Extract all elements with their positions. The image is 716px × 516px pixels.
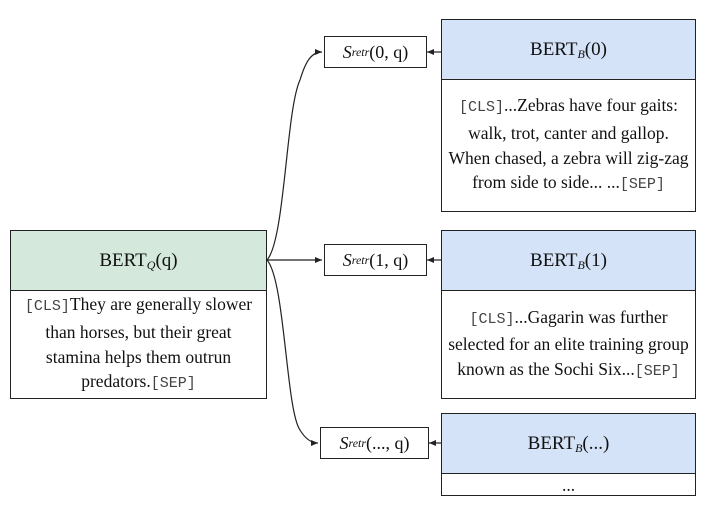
sep-token: [SEP]	[634, 362, 680, 380]
sep-token: [SEP]	[619, 176, 665, 194]
cls-token: [CLS]	[24, 298, 70, 316]
passage-1-text-box: [CLS]...Gagarin was further selected for…	[441, 291, 696, 399]
edge-query-to-score-2	[266, 259, 319, 446]
query-text-box: [CLS]They are generally slower than hors…	[10, 291, 267, 399]
cls-token: [CLS]	[459, 99, 505, 117]
edge-query-to-score-0	[266, 49, 323, 261]
passage-encoder-1-header: BERTB(1)	[441, 230, 696, 291]
passage-encoder-1-label: BERTB(1)	[530, 249, 607, 272]
passage-encoder-n-label: BERTB(...)	[527, 432, 610, 455]
passage-1-text: [CLS]...Gagarin was further selected for…	[448, 306, 689, 380]
passage-encoder-n-header: BERTB(...)	[441, 413, 696, 474]
passage-n-text-box: ...	[441, 474, 696, 496]
query-encoder-label: BERTQ(q)	[99, 249, 178, 272]
cls-token: [CLS]	[469, 310, 515, 328]
sep-token: [SEP]	[150, 375, 196, 393]
query-encoder-header: BERTQ(q)	[10, 230, 267, 291]
passage-0-text-box: [CLS]...Zebras have four gaits: walk, tr…	[441, 80, 696, 212]
passage-n-text: ...	[561, 474, 576, 495]
passage-encoder-0-header: BERTB(0)	[441, 19, 696, 80]
passage-0-text: [CLS]...Zebras have four gaits: walk, tr…	[448, 95, 689, 194]
passage-encoder-0-label: BERTB(0)	[530, 38, 607, 61]
query-text: [CLS]They are generally slower than hors…	[24, 294, 253, 393]
